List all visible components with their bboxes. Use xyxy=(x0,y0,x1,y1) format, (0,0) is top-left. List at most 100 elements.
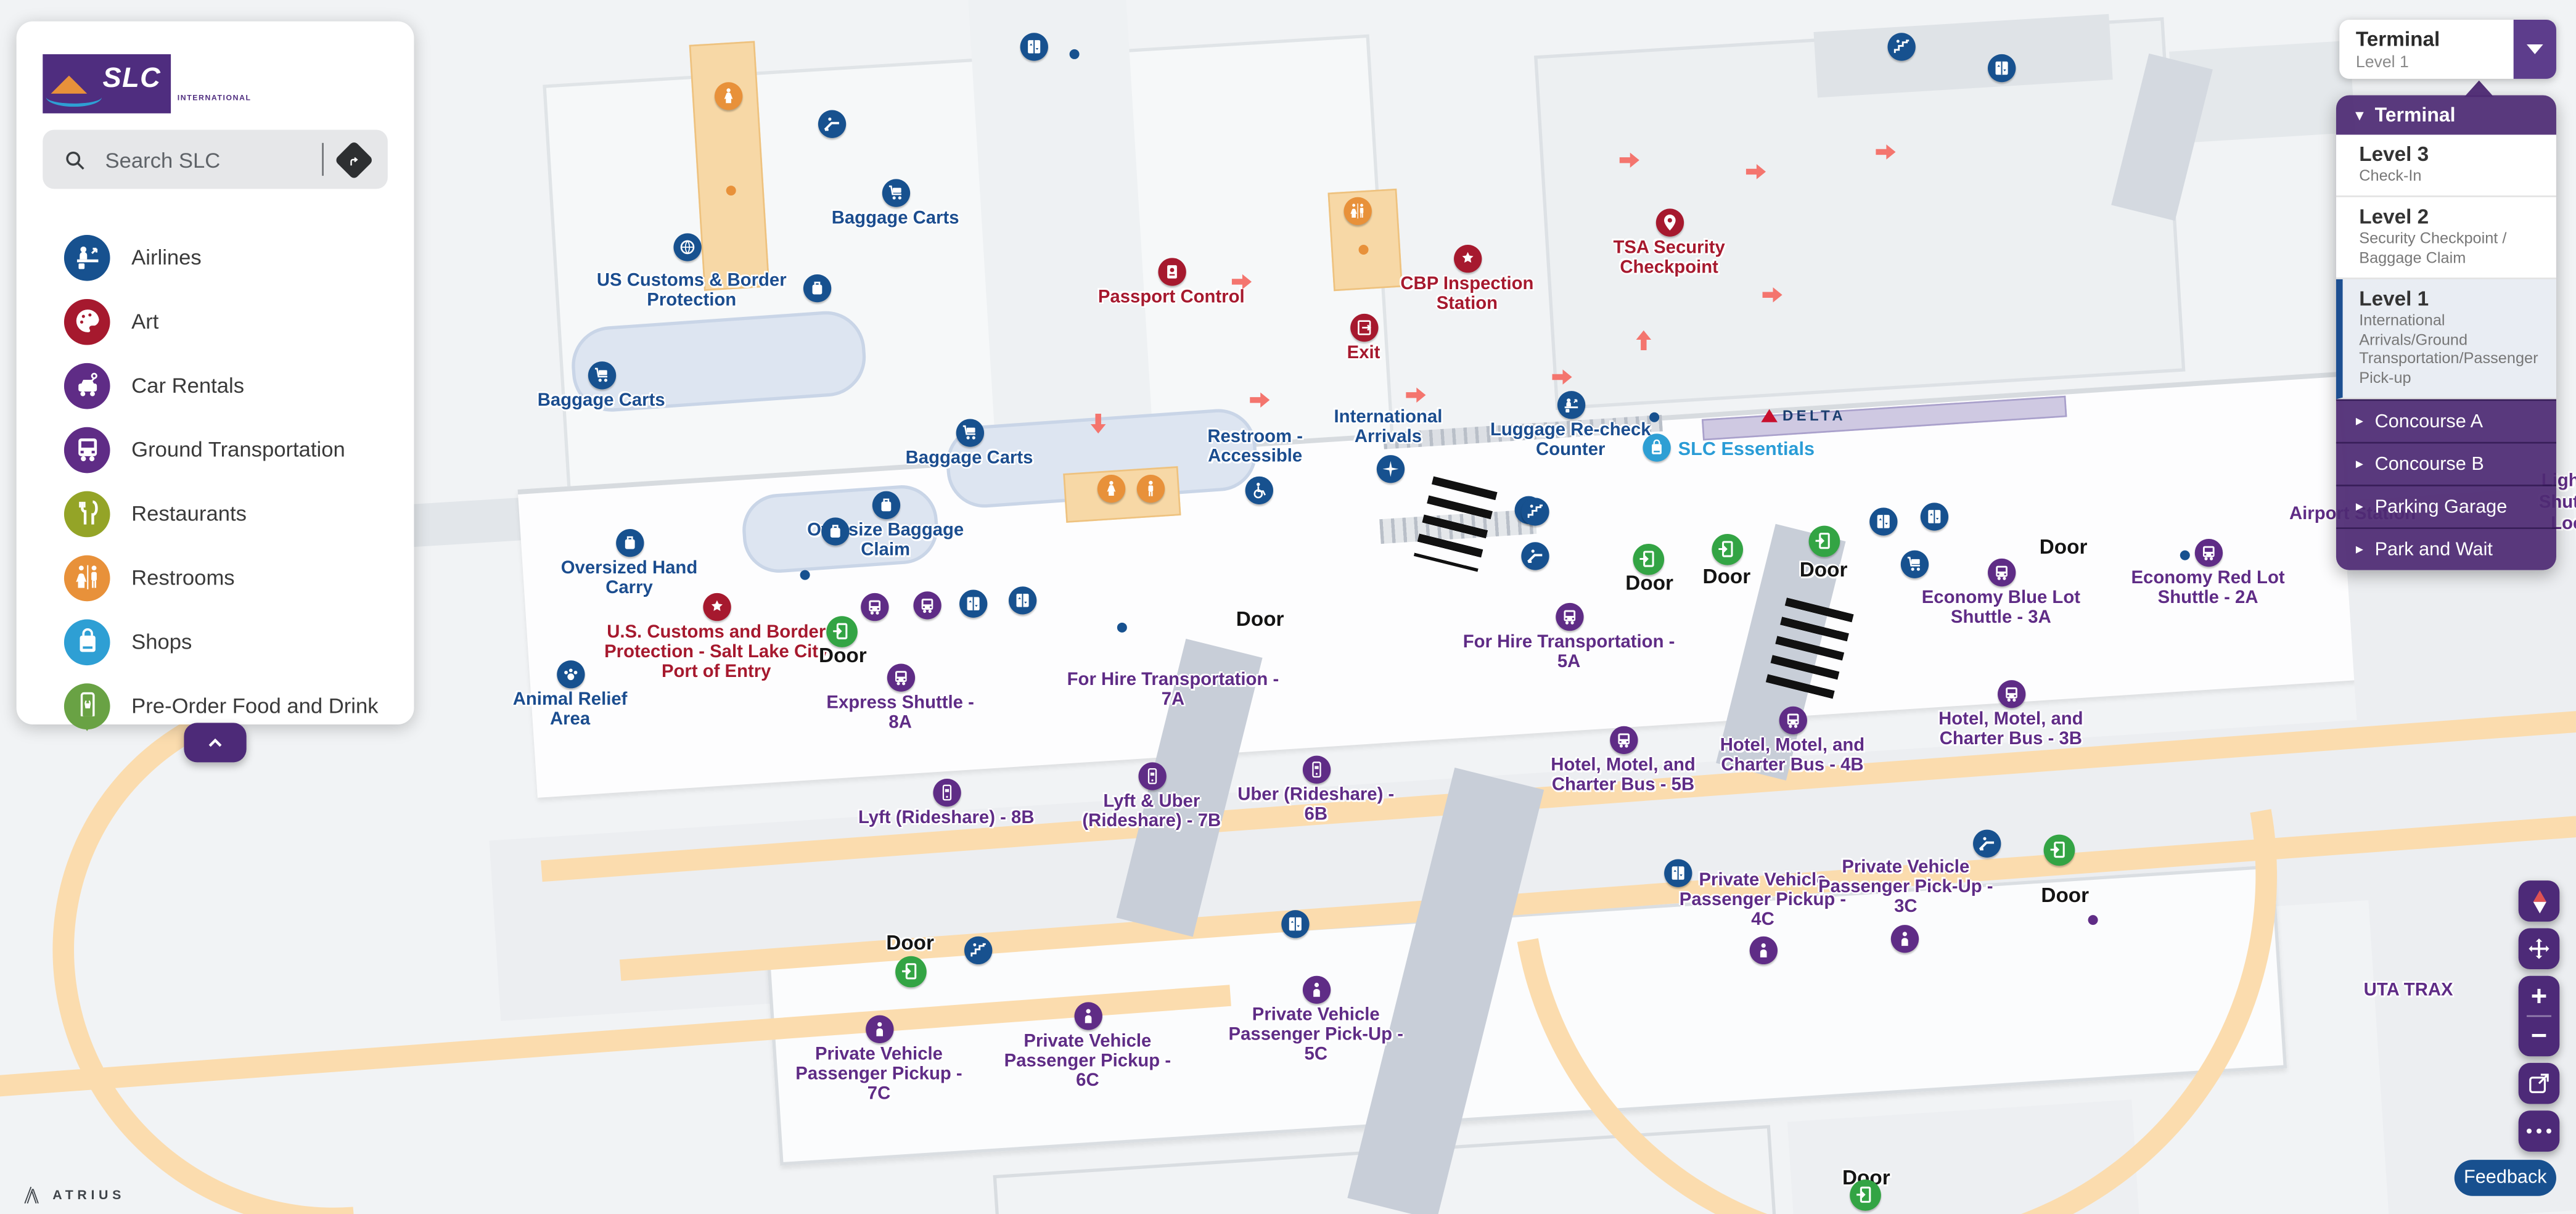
sidebar-item-car-rentals[interactable]: Car Rentals xyxy=(43,353,388,417)
person-icon[interactable] xyxy=(1073,1001,1102,1030)
door-icon[interactable] xyxy=(1808,525,1839,556)
stairs-icon[interactable] xyxy=(963,935,992,964)
sidebar-item-restaurants[interactable]: Restaurants xyxy=(43,482,388,546)
door-icon[interactable] xyxy=(1711,533,1742,565)
sidebar-item-art[interactable]: Art xyxy=(43,289,388,353)
luggage-icon[interactable] xyxy=(615,528,644,556)
stairs-icon[interactable] xyxy=(1520,497,1549,525)
pin-icon[interactable] xyxy=(1655,208,1683,236)
star-icon[interactable] xyxy=(702,592,731,620)
sidebar-item-pre-order-food-and-drink[interactable]: Pre-Order Food and Drink xyxy=(43,673,388,737)
cart-icon[interactable] xyxy=(1900,549,1928,578)
compass-needle-icon xyxy=(2532,901,2546,919)
paw-icon[interactable] xyxy=(556,659,585,688)
elevator-icon[interactable] xyxy=(1663,858,1692,887)
bus-icon[interactable] xyxy=(1609,725,1638,753)
bus-icon[interactable] xyxy=(859,592,888,620)
panel-section-concourse-b[interactable]: ▸Concourse B xyxy=(2336,442,2556,485)
luggage-icon[interactable] xyxy=(871,490,900,519)
sidebar-item-shops[interactable]: Shops xyxy=(43,610,388,674)
elevator-icon[interactable] xyxy=(1987,53,2016,81)
escalator-icon[interactable] xyxy=(817,109,845,137)
sidebar-collapse-button[interactable] xyxy=(184,723,247,763)
selector-dropdown-button[interactable] xyxy=(2513,19,2556,79)
level-selector[interactable]: Terminal Level 1 xyxy=(2339,19,2556,79)
desk-icon[interactable] xyxy=(1556,390,1585,419)
bus-icon[interactable] xyxy=(1554,602,1583,630)
sidebar-item-restrooms[interactable]: Restrooms xyxy=(43,546,388,610)
panel-section-park-and-wait[interactable]: ▸Park and Wait xyxy=(2336,527,2556,570)
bus-icon[interactable] xyxy=(1778,705,1807,734)
map-label-oversized-hand-carry: Oversized Hand Carry xyxy=(560,558,698,598)
delta-logo: DELTA xyxy=(1761,408,1846,424)
elevator-icon[interactable] xyxy=(1280,909,1309,938)
desk-icon xyxy=(64,234,110,281)
restroom-icon[interactable] xyxy=(1343,196,1371,224)
pan-button[interactable] xyxy=(2518,928,2560,970)
elevator-icon[interactable] xyxy=(1868,506,1897,535)
phone-icon[interactable] xyxy=(1138,761,1166,790)
stairs-icon[interactable] xyxy=(1887,31,1915,60)
bag-icon[interactable] xyxy=(1642,433,1670,461)
panel-header-terminal[interactable]: ▾ Terminal xyxy=(2336,96,2556,135)
panel-section-parking-garage[interactable]: ▸Parking Garage xyxy=(2336,485,2556,527)
cart-icon[interactable] xyxy=(955,418,983,446)
section-label: Concourse B xyxy=(2374,454,2484,475)
sidebar-item-label: Restrooms xyxy=(131,565,235,590)
luggage-icon[interactable] xyxy=(802,273,831,301)
cart-icon[interactable] xyxy=(881,178,909,207)
wheelchair-icon[interactable] xyxy=(1244,475,1273,504)
star-icon[interactable] xyxy=(1453,244,1482,272)
person-icon[interactable] xyxy=(1749,935,1777,964)
door-icon[interactable] xyxy=(1632,543,1663,575)
map-dot xyxy=(1358,245,1369,255)
bus-icon[interactable] xyxy=(2194,538,2222,566)
person-icon[interactable] xyxy=(1302,975,1330,1003)
passport-icon[interactable] xyxy=(1157,256,1186,285)
cart-icon[interactable] xyxy=(587,360,615,389)
elevator-icon[interactable] xyxy=(1007,585,1036,614)
luggage-icon[interactable] xyxy=(820,516,849,545)
directions-icon[interactable] xyxy=(334,139,374,179)
bus-icon[interactable] xyxy=(1996,679,2025,708)
elevator-icon[interactable] xyxy=(958,589,987,617)
bus-icon[interactable] xyxy=(886,663,914,691)
elevator-icon[interactable] xyxy=(1919,502,1948,530)
zoom-in-button[interactable]: + xyxy=(2530,980,2548,1012)
bus-icon[interactable] xyxy=(913,590,941,619)
sidebar-item-ground-transportation[interactable]: Ground Transportation xyxy=(43,417,388,482)
bus-icon[interactable] xyxy=(1987,557,2016,586)
woman-icon[interactable] xyxy=(713,81,742,110)
escalator-icon[interactable] xyxy=(1972,829,2001,857)
compass-button[interactable] xyxy=(2518,880,2560,922)
man-icon[interactable] xyxy=(1136,474,1164,502)
feedback-button[interactable]: Feedback xyxy=(2454,1160,2556,1196)
search-input[interactable] xyxy=(102,145,321,174)
door-icon[interactable] xyxy=(2043,834,2074,865)
elevator-icon[interactable] xyxy=(1019,31,1048,60)
phone-icon[interactable] xyxy=(932,777,961,806)
person-icon[interactable] xyxy=(1890,924,1918,953)
door-icon[interactable] xyxy=(1848,1178,1881,1210)
person-icon[interactable] xyxy=(864,1014,893,1043)
door-icon[interactable] xyxy=(825,615,857,647)
door-icon[interactable] xyxy=(894,955,926,987)
zoom-out-button[interactable]: − xyxy=(2530,1020,2548,1052)
woman-icon[interactable] xyxy=(1096,474,1125,502)
phone-icon[interactable] xyxy=(1302,755,1330,783)
level-name: Level 1 xyxy=(2359,287,2429,310)
exiticon-icon[interactable] xyxy=(1349,313,1378,341)
share-button[interactable] xyxy=(2518,1062,2560,1104)
level-name: Level 3 xyxy=(2359,142,2429,166)
more-options-button[interactable] xyxy=(2518,1110,2560,1152)
panel-section-concourse-a[interactable]: ▸Concourse A xyxy=(2336,399,2556,442)
escalator-icon[interactable] xyxy=(1520,541,1549,570)
globe-icon[interactable] xyxy=(673,232,701,261)
sidebar-item-airlines[interactable]: Airlines xyxy=(43,225,388,289)
search-bar[interactable] xyxy=(43,129,388,189)
compass-icon[interactable] xyxy=(1376,454,1404,483)
